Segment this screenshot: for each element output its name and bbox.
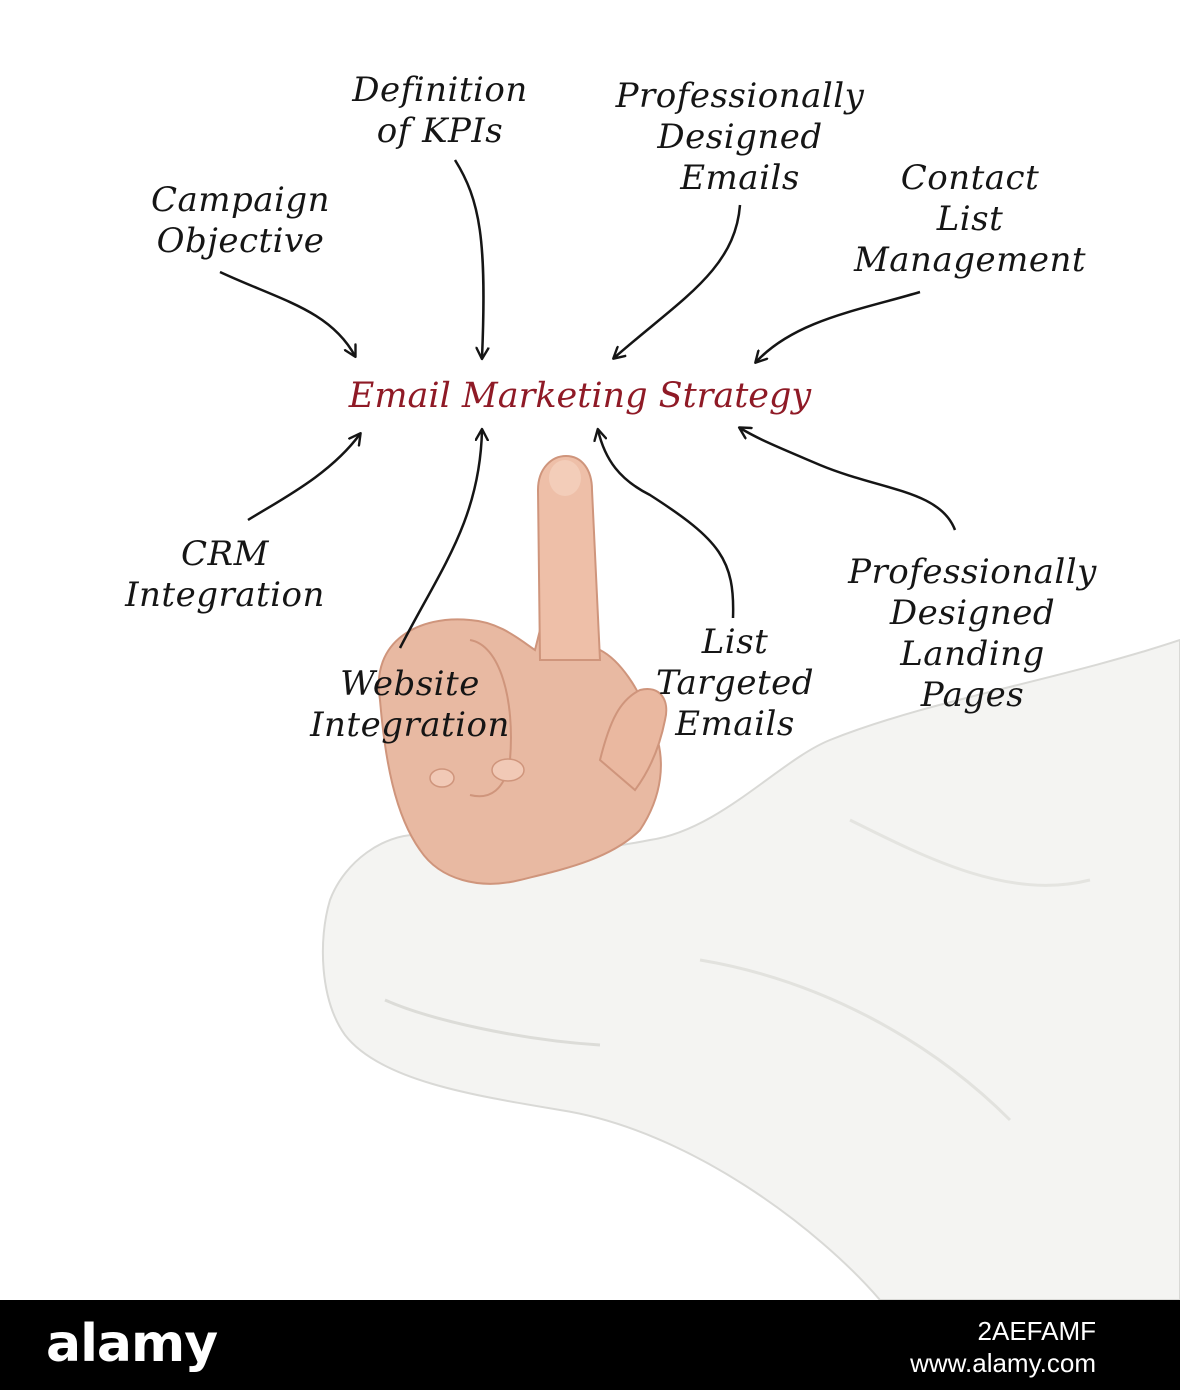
- arrow-contact-list: [756, 290, 921, 362]
- node-line: Professionally: [848, 552, 1097, 592]
- node-line: Designed: [657, 117, 823, 157]
- node-definition-of-kpis: Definition of KPIs: [320, 70, 560, 152]
- node-line: Emails: [680, 158, 800, 198]
- node-designed-emails: Professionally Designed Emails: [590, 76, 890, 199]
- node-crm-integration: CRM Integration: [90, 534, 360, 616]
- node-line: Integration: [310, 705, 510, 745]
- watermark-footer: alamy 2AEFAMF www.alamy.com: [0, 1300, 1180, 1390]
- arrow-campaign-objective: [219, 270, 355, 356]
- center-title: Email Marketing Strategy: [348, 376, 812, 416]
- brand-logo: alamy: [46, 1314, 218, 1374]
- node-landing-pages: Professionally Designed Landing Pages: [815, 552, 1130, 716]
- arrow-website: [398, 430, 482, 649]
- node-website-integration: Website Integration: [270, 664, 550, 746]
- node-line: List: [701, 622, 769, 662]
- node-line: of KPIs: [376, 111, 504, 151]
- node-line: Management: [853, 240, 1087, 280]
- node-line: List: [936, 199, 1004, 239]
- arrow-kpis: [453, 159, 484, 358]
- node-line: Pages: [920, 675, 1025, 715]
- node-line: Designed: [889, 593, 1056, 633]
- node-line: Landing: [900, 634, 1045, 674]
- node-line: Contact: [900, 158, 1040, 198]
- thumb: [598, 688, 668, 792]
- node-list-targeted-emails: List Targeted Emails: [620, 622, 850, 745]
- arrow-list-targeted: [598, 430, 735, 619]
- node-line: Professionally: [615, 76, 865, 116]
- node-line: Emails: [675, 704, 795, 744]
- node-line: CRM: [181, 534, 269, 574]
- arrow-designed-emails: [614, 204, 742, 358]
- diagram-canvas: Email Marketing Strategy Campaign Object…: [90, 70, 1180, 1300]
- hand-illustration: [321, 454, 1180, 1300]
- node-line: Integration: [125, 575, 325, 615]
- node-line: Website: [340, 664, 480, 704]
- node-line: Objective: [156, 221, 325, 261]
- index-finger: [536, 454, 602, 661]
- arrow-landing-pages: [740, 428, 957, 531]
- site-url: www.alamy.com: [910, 1348, 1096, 1378]
- arrow-crm: [247, 434, 360, 522]
- node-contact-list-management: Contact List Management: [820, 158, 1120, 281]
- node-line: Targeted: [656, 663, 814, 703]
- image-id: 2AEFAMF: [977, 1316, 1096, 1346]
- node-campaign-objective: Campaign Objective: [118, 180, 363, 262]
- node-line: Campaign: [150, 180, 331, 220]
- node-line: Definition: [352, 70, 528, 110]
- arrows-layer: [219, 159, 957, 649]
